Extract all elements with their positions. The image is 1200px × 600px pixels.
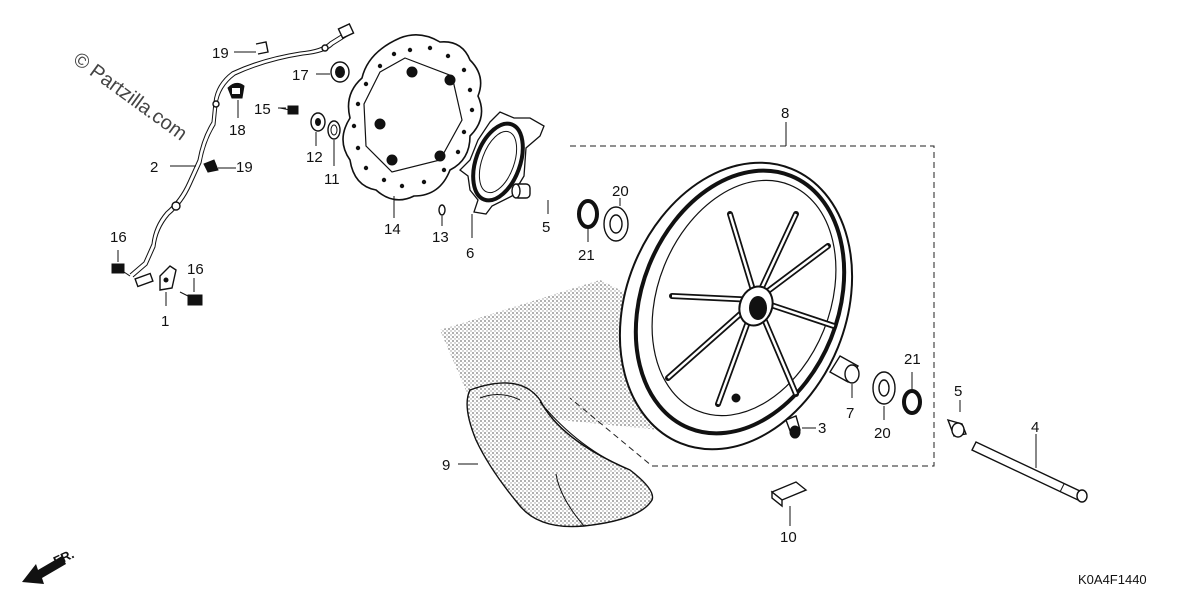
callout-14[interactable]: 14 bbox=[384, 221, 401, 238]
callout-20-left[interactable]: 20 bbox=[612, 183, 629, 200]
cable-clip-lower[interactable] bbox=[203, 159, 219, 173]
callout-1[interactable]: 1 bbox=[161, 313, 169, 330]
front-tire[interactable] bbox=[466, 382, 654, 528]
callout-16-right[interactable]: 16 bbox=[187, 261, 204, 278]
axle-collar-left[interactable] bbox=[511, 183, 531, 199]
small-washer[interactable] bbox=[438, 204, 446, 216]
radial-bearing-right[interactable] bbox=[872, 371, 896, 405]
callout-3[interactable]: 3 bbox=[818, 420, 826, 437]
axle-collar-right[interactable] bbox=[946, 418, 967, 438]
dust-seal-left[interactable] bbox=[577, 199, 599, 229]
callout-13[interactable]: 13 bbox=[432, 229, 449, 246]
callout-2[interactable]: 2 bbox=[150, 159, 158, 176]
callout-5-right[interactable]: 5 bbox=[954, 383, 962, 400]
radial-bearing-left[interactable] bbox=[603, 206, 629, 242]
brake-disc[interactable] bbox=[342, 34, 483, 201]
callout-19-top[interactable]: 19 bbox=[212, 45, 229, 62]
cable-clamp[interactable] bbox=[227, 82, 245, 99]
disc-bolt[interactable] bbox=[310, 112, 326, 132]
balance-weight[interactable] bbox=[770, 481, 808, 508]
watermark-text: © Partzilla.com bbox=[69, 48, 191, 145]
callout-19-lower[interactable]: 19 bbox=[236, 159, 253, 176]
bolt[interactable] bbox=[279, 105, 299, 115]
diagram-code: K0A4F1440 bbox=[1078, 572, 1147, 587]
callout-10[interactable]: 10 bbox=[780, 529, 797, 546]
callout-9[interactable]: 9 bbox=[442, 457, 450, 474]
assembly-outline bbox=[569, 145, 935, 467]
pulser-ring[interactable] bbox=[459, 111, 545, 215]
flange-bolt-right[interactable] bbox=[179, 291, 203, 306]
callout-7[interactable]: 7 bbox=[846, 405, 854, 422]
callout-11[interactable]: 11 bbox=[324, 171, 340, 188]
callout-4[interactable]: 4 bbox=[1031, 419, 1039, 436]
callout-18[interactable]: 18 bbox=[229, 122, 246, 139]
abs-sensor-cable[interactable] bbox=[129, 23, 355, 288]
callout-21-right[interactable]: 21 bbox=[904, 351, 921, 368]
callout-15[interactable]: 15 bbox=[254, 101, 271, 118]
front-wheel[interactable] bbox=[579, 128, 894, 485]
cable-clip-top[interactable] bbox=[255, 41, 269, 55]
distance-collar[interactable] bbox=[829, 355, 860, 384]
tire-valve[interactable] bbox=[785, 415, 801, 439]
speed-sensor-bracket[interactable] bbox=[159, 265, 177, 291]
callout-21-left[interactable]: 21 bbox=[578, 247, 595, 264]
dust-seal-right[interactable] bbox=[902, 389, 922, 415]
callout-12[interactable]: 12 bbox=[306, 149, 323, 166]
callout-5-left[interactable]: 5 bbox=[542, 219, 550, 236]
callout-8[interactable]: 8 bbox=[781, 105, 789, 122]
flange-bolt-left[interactable] bbox=[111, 263, 131, 277]
callout-17[interactable]: 17 bbox=[292, 67, 309, 84]
washer[interactable] bbox=[327, 120, 341, 140]
front-direction-arrow: FR. bbox=[22, 546, 76, 584]
grommet[interactable] bbox=[330, 61, 350, 83]
callout-6[interactable]: 6 bbox=[466, 245, 474, 262]
callout-20-right[interactable]: 20 bbox=[874, 425, 891, 442]
callouts: 19 17 18 15 12 11 2 19 16 16 1 14 13 6 5… bbox=[110, 45, 1039, 546]
front-direction-label: FR. bbox=[51, 546, 76, 568]
front-axle[interactable] bbox=[971, 441, 1088, 503]
callout-16-left[interactable]: 16 bbox=[110, 229, 127, 246]
